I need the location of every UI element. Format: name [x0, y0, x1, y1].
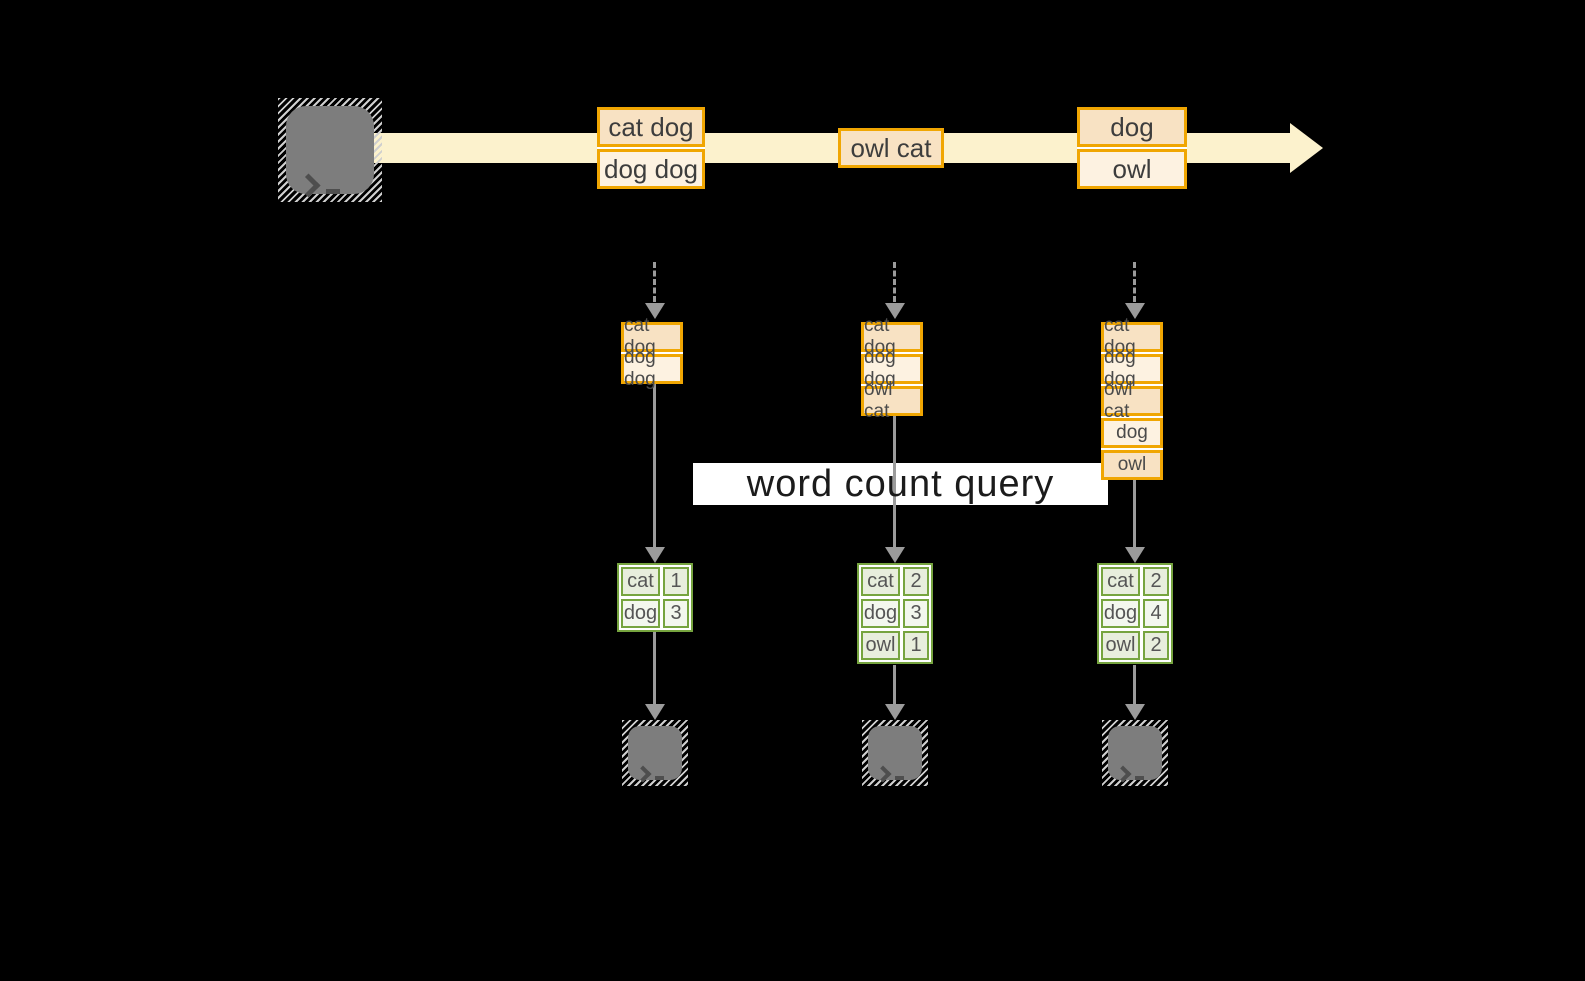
input-state-stack-2: cat dog dog dog owl cat: [861, 315, 923, 422]
terminal-body: [628, 726, 682, 783]
flow-arrowhead: [645, 547, 665, 563]
flow-line: [653, 384, 656, 549]
flow-line: [653, 632, 656, 706]
chevron-right-icon: [634, 765, 652, 783]
state-row: owl cat: [861, 379, 923, 422]
batch-line: dog dog: [597, 149, 705, 189]
flow-line: [893, 416, 896, 549]
stream-batch-1: cat dog dog dog: [597, 107, 705, 189]
count-cell: 2: [1143, 631, 1169, 660]
dashed-arrowhead: [1125, 303, 1145, 319]
input-state-stack-1: cat dog dog dog: [621, 315, 683, 390]
underscore-cursor-icon: [326, 189, 340, 194]
dashed-arrowhead: [885, 303, 905, 319]
count-cell: 3: [663, 599, 689, 628]
stream-arrowhead: [1290, 123, 1323, 173]
chevron-right-icon: [1114, 765, 1132, 783]
batch-line: owl: [1077, 149, 1187, 189]
state-row: owl: [1101, 450, 1163, 480]
flow-arrowhead: [1125, 547, 1145, 563]
word-cell: dog: [861, 599, 900, 628]
flow-arrowhead: [645, 704, 665, 720]
flow-arrowhead: [885, 547, 905, 563]
terminal-body: [286, 106, 374, 198]
terminal-sink-icon-3: [1102, 720, 1168, 786]
count-table-1: cat 1 dog 3: [617, 563, 693, 632]
terminal-prompt-icon: [1114, 736, 1144, 783]
terminal-sink-icon-2: [862, 720, 928, 786]
query-banner-background: [693, 463, 1108, 505]
count-table-2: cat 2 dog 3 owl 1: [857, 563, 933, 664]
terminal-body: [868, 726, 922, 783]
state-row: cat dog: [1101, 315, 1163, 358]
terminal-sink-icon-1: [622, 720, 688, 786]
chevron-right-icon: [296, 173, 321, 198]
batch-line: dog: [1077, 107, 1187, 147]
flow-arrowhead: [1125, 704, 1145, 720]
underscore-cursor-icon: [655, 776, 664, 780]
terminal-prompt-icon: [634, 736, 664, 783]
input-state-stack-3: cat dog dog dog owl cat dog owl: [1101, 315, 1163, 480]
flow-line: [1133, 480, 1136, 549]
word-cell: owl: [1101, 631, 1140, 660]
word-cell: dog: [1101, 599, 1140, 628]
terminal-prompt-icon: [874, 736, 904, 783]
count-cell: 4: [1143, 599, 1169, 628]
dashed-arrow-line: [1133, 262, 1136, 302]
count-cell: 1: [663, 567, 689, 596]
query-banner-label: word count query: [746, 462, 1055, 505]
batch-line: cat dog: [597, 107, 705, 147]
word-cell: cat: [621, 567, 660, 596]
state-row: dog dog: [621, 347, 683, 390]
batch-line: owl cat: [838, 128, 944, 168]
dashed-arrow-line: [893, 262, 896, 302]
underscore-cursor-icon: [895, 776, 904, 780]
word-cell: cat: [1101, 567, 1140, 596]
count-cell: 2: [1143, 567, 1169, 596]
count-cell: 2: [903, 567, 929, 596]
state-row: owl cat: [1101, 379, 1163, 422]
flow-line: [1133, 665, 1136, 706]
count-cell: 3: [903, 599, 929, 628]
state-row: cat dog: [621, 315, 683, 358]
stream-batch-3: dog owl: [1077, 107, 1187, 189]
flow-arrowhead: [885, 704, 905, 720]
word-cell: cat: [861, 567, 900, 596]
count-cell: 1: [903, 631, 929, 660]
stream-batch-2: owl cat: [838, 128, 944, 168]
terminal-prompt-icon: [296, 122, 340, 198]
state-row: dog: [1101, 418, 1163, 448]
dashed-arrowhead: [645, 303, 665, 319]
flow-line: [893, 665, 896, 706]
terminal-source-icon: [278, 98, 382, 202]
word-cell: dog: [621, 599, 660, 628]
chevron-right-icon: [874, 765, 892, 783]
terminal-body: [1108, 726, 1162, 783]
dashed-arrow-line: [653, 262, 656, 302]
word-cell: owl: [861, 631, 900, 660]
count-table-3: cat 2 dog 4 owl 2: [1097, 563, 1173, 664]
underscore-cursor-icon: [1135, 776, 1144, 780]
